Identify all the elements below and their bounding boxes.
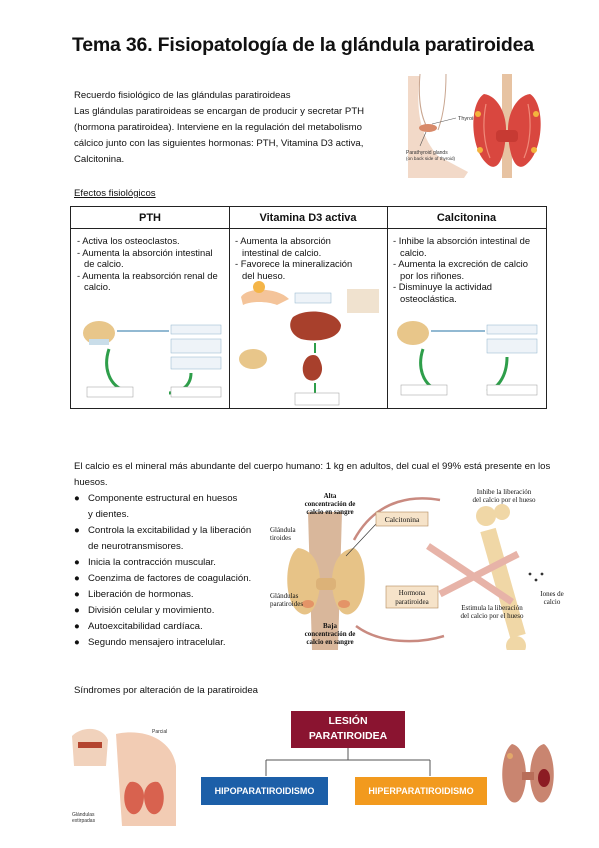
- svg-text:calcio en sangre: calcio en sangre: [306, 508, 353, 516]
- svg-text:calcio en sangre: calcio en sangre: [306, 638, 353, 646]
- svg-text:del calcio por el hueso: del calcio por el hueso: [473, 496, 536, 504]
- calcitonina-effects: - Inhibe la absorción intestinal de calc…: [393, 235, 531, 304]
- svg-text:Inhibe la liberación: Inhibe la liberación: [477, 488, 532, 496]
- glandulas-paratiroides-label: Glándulas: [270, 592, 299, 600]
- glandula-tiroides-label: Glándula: [270, 526, 297, 534]
- svg-text:calcio: calcio: [544, 598, 561, 606]
- col-header-vitd: Vitamina D3 activa: [229, 207, 387, 229]
- col-divider: [387, 207, 388, 408]
- intro-line: cálcico junto con las siguientes hormona…: [74, 138, 364, 149]
- col-header-pth: PTH: [71, 207, 229, 229]
- calcium-line-2: huesos.: [74, 477, 108, 488]
- vitamin-d-pathway-figure: [239, 281, 379, 406]
- svg-text:concentración de: concentración de: [305, 630, 356, 638]
- svg-text:del calcio por el hueso: del calcio por el hueso: [461, 612, 524, 620]
- svg-text:tiroides: tiroides: [270, 534, 291, 542]
- intro-heading: Recuerdo fisiológico de las glándulas pa…: [74, 90, 291, 101]
- calcitonina-pathway-figure: [397, 321, 538, 396]
- svg-text:paratiroidea: paratiroidea: [395, 598, 429, 606]
- svg-text:Baja: Baja: [323, 622, 338, 630]
- effects-table: PTH Vitamina D3 activa Calcitonina - Act…: [70, 206, 547, 409]
- svg-text:paratiroides: paratiroides: [270, 600, 303, 608]
- parathyroid-label: Parathyroid glands: [406, 150, 448, 156]
- hipoparatiroidismo-box: HIPOPARATIROIDISMO: [201, 777, 328, 805]
- parathyroid-sub-label: (on back side of thyroid): [406, 156, 455, 161]
- svg-text:Hormona: Hormona: [399, 589, 426, 597]
- pth-effects: - Activa los osteoclastos. - Aumenta la …: [77, 235, 218, 292]
- flow-connector: [265, 748, 431, 776]
- svg-text:Parcial: Parcial: [152, 729, 167, 735]
- svg-text:extirpadas: extirpadas: [72, 818, 96, 824]
- svg-text:Glándulas: Glándulas: [72, 812, 95, 818]
- thyroid-anatomy-figure: Thyroid Parathyroid glands (on back side…: [406, 74, 541, 178]
- parathyroidectomy-figure: Parcial Glándulas extirpadas: [72, 728, 176, 826]
- lesion-box: LESIÓN PARATIROIDEA: [291, 711, 405, 748]
- intro-line: (hormona paratiroidea). Interviene en la…: [74, 122, 362, 133]
- hiperparatiroidismo-box: HIPERPARATIROIDISMO: [355, 777, 487, 805]
- col-header-calcitonina: Calcitonina: [387, 207, 546, 229]
- intro-line: Las glándulas paratiroideas se encargan …: [74, 106, 365, 117]
- calcium-line-1: El calcio es el mineral más abundante de…: [74, 461, 551, 472]
- intro-section: Recuerdo fisiológico de las glándulas pa…: [74, 88, 364, 168]
- vitd-effects: - Aumenta la absorción intestinal de cal…: [235, 235, 353, 281]
- svg-text:concentración de: concentración de: [305, 500, 356, 508]
- effects-heading: Efectos fisiológicos: [74, 188, 156, 199]
- intro-line: Calcitonina.: [74, 154, 125, 165]
- calcium-regulation-diagram: Alta concentración de calcio en sangre G…: [270, 488, 564, 650]
- svg-text:Alta: Alta: [324, 492, 337, 500]
- svg-text:Estimula la liberación: Estimula la liberación: [461, 604, 523, 612]
- calcitonina-box-label: Calcitonina: [385, 515, 420, 524]
- syndromes-heading: Síndromes por alteración de la paratiroi…: [74, 685, 258, 696]
- col-divider: [229, 207, 230, 408]
- thyroid-label: Thyroid: [458, 116, 476, 122]
- enlarged-parathyroid-figure: [502, 744, 554, 803]
- page-title: Tema 36. Fisiopatología de la glándula p…: [72, 34, 534, 56]
- svg-text:Iones de: Iones de: [540, 590, 564, 598]
- pth-pathway-figure: [83, 321, 222, 398]
